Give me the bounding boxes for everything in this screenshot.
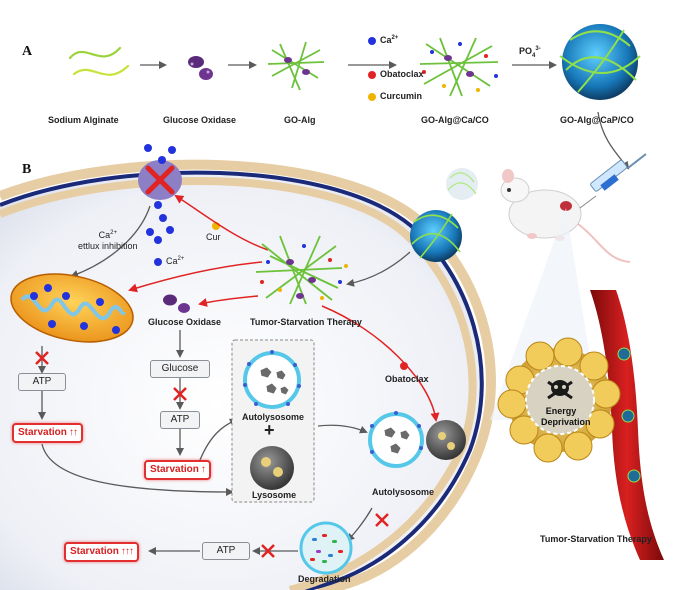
degradation-label: Degradation xyxy=(298,574,351,584)
autolysosome-2-label: Autolysosome xyxy=(372,487,435,497)
autolysosome-1-label: Autolysosome xyxy=(242,412,305,422)
starvation-left-badge: Starvation↑↑ xyxy=(12,423,83,443)
glucose-oxidase-cell-icon xyxy=(163,294,190,313)
glucose-oxidase-icon xyxy=(188,56,213,80)
curcumin-icon xyxy=(368,93,376,101)
obatoclax-dot-icon xyxy=(400,362,408,370)
calcium-ion-icon xyxy=(368,37,376,45)
calcium-ions-icon xyxy=(144,144,176,244)
step-go-alg-cap-co: GO-Alg@CaP/CO xyxy=(560,115,634,125)
starvation-mid-badge: Starvation↑ xyxy=(144,460,211,480)
obatoclax-icon xyxy=(368,71,376,79)
glucose-box: Glucose xyxy=(150,360,210,378)
calcium-channel-icon xyxy=(138,160,182,200)
ca-ion-label: Ca2+ xyxy=(166,256,185,266)
lysosome-icon xyxy=(250,446,294,490)
alginate-strands-icon xyxy=(68,46,130,76)
ca-efflux-label: Ca2+ ettlux inhibition xyxy=(78,230,138,251)
block-mark-degradation-icon xyxy=(375,513,389,527)
blood-vessel-icon xyxy=(590,290,664,560)
energy-deprivation-label: Energy Deprivation xyxy=(541,406,591,427)
cell-membrane-core xyxy=(0,170,484,590)
reagent-curcumin: Curcumin xyxy=(380,91,423,101)
therapy-center-label: Tumor-Starvation Therapy xyxy=(250,317,362,327)
reagent-obatoclax: Obatoclax xyxy=(380,69,424,79)
go-alg-network-icon xyxy=(267,41,325,91)
atp-bottom-box: ATP xyxy=(202,542,250,560)
cell-membrane-outer xyxy=(0,159,496,590)
plus-sign: + xyxy=(264,420,275,440)
block-mark-bottom-icon xyxy=(261,544,275,558)
atp-mid-box: ATP xyxy=(160,411,200,429)
step-glucose-oxidase: Glucose Oxidase xyxy=(163,115,237,125)
autolysosome-icon xyxy=(243,350,301,409)
step-sodium-alginate: Sodium Alginate xyxy=(48,115,119,125)
mitochondrion-icon xyxy=(10,273,134,343)
reagent-ca: Ca2+ xyxy=(380,35,399,45)
obatoclax-label: Obatoclax xyxy=(385,374,429,384)
go-alg-cap-co-nanoparticle-icon xyxy=(559,24,641,100)
degradation-icon xyxy=(299,521,353,575)
syringe-icon xyxy=(579,153,647,209)
lysosome-label: Lysosome xyxy=(252,490,297,500)
go-alg-ca-co-network-icon xyxy=(419,37,499,97)
reagent-phosphate: PO43- xyxy=(519,46,541,59)
nanoparticle-outside-icon xyxy=(446,168,478,200)
step-go-alg: GO-Alg xyxy=(284,115,316,125)
glucose-oxidase-label: Glucose Oxidase xyxy=(148,317,222,327)
step-go-alg-ca-co: GO-Alg@Ca/CO xyxy=(421,115,489,125)
calcium-dot-icon xyxy=(154,258,162,266)
panel-b-label: B xyxy=(22,162,32,177)
vessel-nanoparticles-icon xyxy=(617,347,641,483)
panel-a-label: A xyxy=(22,44,33,59)
cur-label: Cur xyxy=(206,232,221,242)
starvation-bottom-badge: Starvation↑↑↑ xyxy=(64,542,139,562)
therapy-right-label: Tumor-Starvation Therapy xyxy=(540,534,652,544)
atp-left-box: ATP xyxy=(18,373,66,391)
autolysosome-2-icon xyxy=(368,411,466,468)
tumor-mass-icon xyxy=(497,337,621,463)
tumor-starvation-network-icon xyxy=(255,235,348,305)
nanoparticle-entering-icon xyxy=(410,210,462,262)
block-mark-icon xyxy=(35,351,49,365)
block-mark-mid-icon xyxy=(173,387,187,401)
